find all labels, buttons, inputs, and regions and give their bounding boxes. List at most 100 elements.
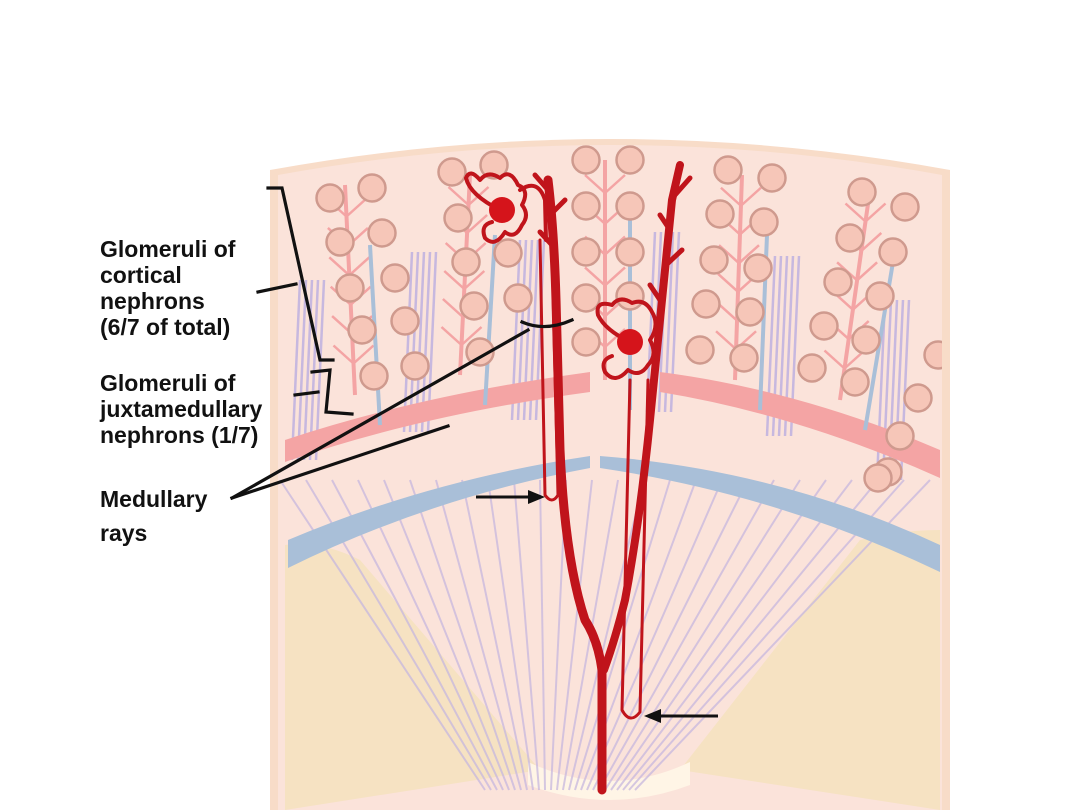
label-juxtamedullary-glomeruli: Glomeruli of juxtamedullary nephrons (1/…	[100, 370, 263, 448]
glomerulus-circle	[890, 192, 920, 222]
medullary-ray-line	[487, 479, 534, 791]
ray-bundle-tubule	[408, 251, 420, 433]
glomerulus-circle	[335, 273, 365, 303]
glomerulus-circle	[493, 238, 523, 268]
medullary-ray-line	[604, 479, 801, 791]
glomerulus-circle	[878, 237, 908, 267]
afferent-branch	[740, 186, 762, 207]
arcuate-artery-right	[660, 372, 940, 478]
glomerulus-circle	[903, 383, 933, 413]
glomerulus-circle	[571, 283, 601, 313]
ray-bundle-tubule	[302, 279, 314, 461]
afferent-branch	[720, 186, 742, 207]
glomerulus-circle	[315, 183, 345, 213]
glomerulus-circle	[571, 145, 601, 175]
glomerulus-circle	[615, 191, 645, 221]
glomerulus-circle	[503, 283, 533, 313]
glomerulus-circle	[851, 325, 881, 355]
afferent-branch	[738, 244, 760, 265]
afferent-branch	[348, 256, 371, 277]
loop-arrow-short	[476, 490, 545, 504]
glomerulus-circle	[615, 281, 645, 311]
medullary-ray-line	[610, 479, 827, 791]
glomerulus-circle	[359, 361, 389, 391]
juxtamedullary-nephron-loop	[620, 378, 650, 720]
glomerulus-circle	[367, 218, 397, 248]
glomerulus-circle	[809, 311, 839, 341]
glomerulus-circle	[749, 207, 779, 237]
afferent-branch	[844, 202, 867, 223]
medullary-pyramid-right	[680, 530, 940, 810]
ray-bundle-tubule	[414, 251, 426, 433]
afferent-branch	[443, 270, 466, 290]
glomerulus-circle	[685, 335, 715, 365]
vessel-twig-right	[647, 175, 693, 303]
glomerulus-circle	[479, 150, 509, 180]
ray-bundle-tubule	[402, 251, 414, 433]
interlobular-vein	[483, 234, 497, 406]
ray-bundle-tubule	[296, 279, 308, 461]
medullary-ray-line	[513, 479, 540, 791]
afferent-branch	[440, 326, 463, 346]
afferent-branch	[856, 261, 878, 282]
glomerulus-circle	[400, 351, 430, 381]
glomerulus-circle	[835, 223, 865, 253]
nephron-vessels	[464, 161, 693, 795]
afferent-branch	[604, 328, 626, 348]
afferent-branch	[823, 349, 846, 370]
medullary-ray-pointer-2	[229, 423, 451, 501]
interlobar-vessel-trunk	[543, 175, 607, 795]
afferent-branch	[715, 330, 737, 351]
glomerulus-circle	[713, 155, 743, 185]
medullary-ray-line	[568, 479, 645, 791]
glomerulus-circle	[823, 267, 853, 297]
label-medullary-rays: Medullary rays	[100, 486, 208, 546]
ray-bundle-tubule	[308, 279, 320, 461]
afferent-branch	[864, 202, 887, 223]
glomerulus-circle	[923, 340, 942, 370]
glomerulus-circle	[459, 291, 489, 321]
afferent-branch	[352, 344, 375, 365]
medullary-pyramid-left	[285, 544, 540, 810]
glomerulus-circle	[735, 297, 765, 327]
glomerulus-circle	[865, 281, 895, 311]
glomerulus-circle	[325, 227, 355, 257]
glomerulus-circle	[615, 237, 645, 267]
medullary-ray-line	[616, 479, 853, 791]
afferent-branch	[584, 266, 606, 287]
medullary-ray-line	[598, 479, 775, 791]
medullary-ray-lines	[279, 479, 931, 791]
glomerulus-circle	[380, 263, 410, 293]
arcuate-artery-left	[285, 372, 590, 462]
afferent-branch	[442, 298, 464, 318]
afferent-branch	[584, 174, 606, 194]
cortical-nephron-tubule	[464, 171, 548, 244]
glomerulus-circle	[699, 245, 729, 275]
medullary-ray-line	[383, 479, 510, 791]
afferent-branch	[345, 197, 368, 218]
glomerulus-circle	[840, 367, 870, 397]
arcuate-vein-left	[288, 456, 590, 568]
afferent-branch	[860, 231, 883, 252]
cortical-tubule-circles	[315, 145, 942, 493]
medullary-ray-line	[592, 479, 749, 791]
afferent-branch	[460, 326, 483, 346]
afferent-branch	[604, 266, 626, 287]
ray-bundle-tubule	[290, 279, 302, 461]
glomerulus-circle	[863, 463, 893, 493]
glomerulus-circle	[571, 327, 601, 357]
glomerulus-circle	[571, 191, 601, 221]
cortical-loop-bracket	[519, 317, 575, 329]
arcuate-vein-right	[600, 456, 940, 572]
glomerulus-circle	[757, 163, 787, 193]
cortical-bracket-pointer	[256, 282, 298, 294]
glomerulus-circle	[847, 177, 877, 207]
afferent-branch	[604, 174, 626, 194]
glomerulus-circle	[729, 343, 759, 373]
glomerulus-circle	[347, 315, 377, 345]
loop-arrow-long	[644, 709, 718, 723]
label-cortical-glomeruli: Glomeruli of cortical nephrons (6/7 of t…	[100, 236, 236, 340]
glomerulus-circle	[390, 306, 420, 336]
